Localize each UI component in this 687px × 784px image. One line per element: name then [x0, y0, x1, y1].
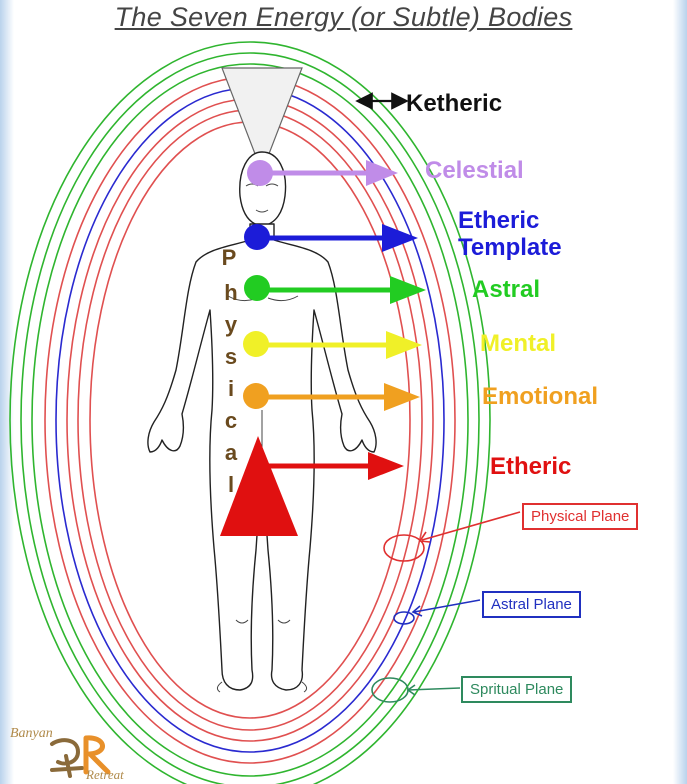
- physical-letter: a: [221, 440, 241, 466]
- astral-plane-label: Astral Plane: [482, 591, 581, 618]
- label-emotional: Emotional: [482, 383, 598, 410]
- celestial-arrow-head: [366, 160, 398, 186]
- label-ketheric: Ketheric: [406, 90, 502, 117]
- logo-glyph: [52, 740, 82, 776]
- label-etheric: Etheric: [490, 453, 571, 480]
- physical-plane-label: Physical Plane: [522, 503, 638, 530]
- etheric-arrow-head: [368, 452, 404, 480]
- physical-letter: y: [221, 312, 241, 338]
- physical-letter: P: [219, 245, 239, 271]
- spiritual-plane-label: Spritual Plane: [461, 676, 572, 703]
- mental-chakra-dot: [243, 331, 269, 357]
- label-mental: Mental: [480, 330, 556, 357]
- label-astral: Astral: [472, 276, 540, 303]
- emotional-arrow-head: [384, 383, 420, 411]
- label-etheric-template-line2: Template: [458, 234, 562, 261]
- physical-letter: s: [221, 344, 241, 370]
- physical-letter: c: [221, 408, 241, 434]
- logo-text-banyan: Banyan: [10, 726, 53, 742]
- etheric-template-arrow-head: [382, 224, 418, 252]
- label-etheric-template-line1: Etheric: [458, 207, 562, 234]
- logo-text-retreat: Retreat: [86, 767, 124, 783]
- physical-letter: h: [221, 280, 241, 306]
- page-title: The Seven Energy (or Subtle) Bodies: [0, 2, 687, 33]
- physical-letter: l: [221, 472, 241, 498]
- etheric-template-chakra-dot: [244, 224, 270, 250]
- label-etheric-template: Etheric Template: [458, 207, 562, 261]
- celestial-chakra-dot: [247, 160, 273, 186]
- emotional-chakra-dot: [243, 383, 269, 409]
- spiritual-plane-pointer: [408, 688, 460, 690]
- label-celestial: Celestial: [425, 157, 524, 184]
- astral-chakra-dot: [244, 275, 270, 301]
- physical-letter: i: [221, 376, 241, 402]
